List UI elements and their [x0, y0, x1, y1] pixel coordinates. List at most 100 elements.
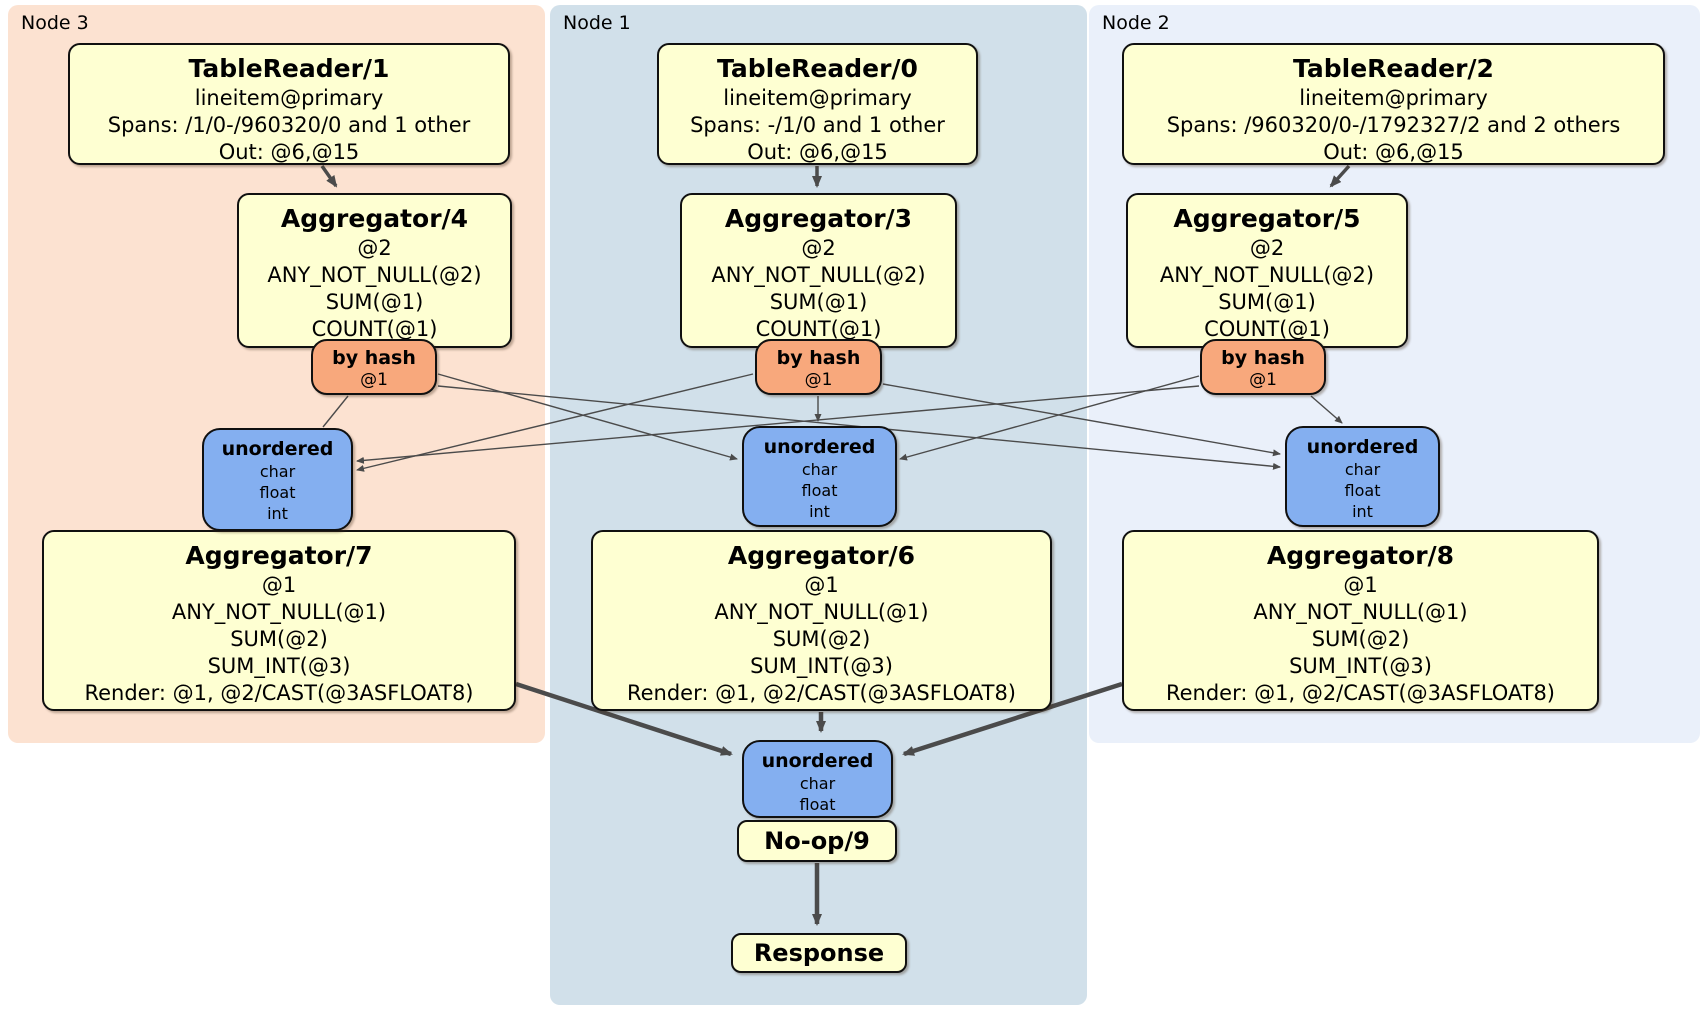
- processor-line: Render: @1, @2/CAST(@3ASFLOAT8): [626, 681, 1017, 705]
- processor-line: ANY_NOT_NULL(@2): [267, 263, 482, 287]
- processor-title: TableReader/2: [1293, 54, 1494, 83]
- processor-line: ANY_NOT_NULL(@1): [1253, 600, 1468, 624]
- processor-line: ANY_NOT_NULL(@2): [1159, 263, 1375, 287]
- processor-line: SUM(@1): [1218, 290, 1316, 314]
- sync-type: int: [267, 504, 288, 523]
- sync-type: float: [259, 483, 296, 502]
- edge-tr2-agg5: [1329, 164, 1351, 188]
- router-title: by hash: [332, 347, 416, 369]
- processor-line: COUNT(@1): [311, 317, 438, 341]
- processor-line: lineitem@primary: [723, 86, 912, 110]
- processor-line: @1: [1343, 573, 1378, 597]
- processor-line: Out: @6,@15: [1323, 140, 1464, 164]
- processor-line: @2: [357, 236, 392, 260]
- sync-type: char: [1344, 460, 1381, 479]
- processor-line: Out: @6,@15: [218, 140, 360, 164]
- processor-title: TableReader/1: [188, 54, 390, 83]
- router-by-hash-node3: by hash @1: [311, 339, 437, 395]
- sync-unordered-final: unordered char float: [742, 740, 893, 818]
- processor-line: Render: @1, @2/CAST(@3ASFLOAT8): [1165, 681, 1556, 705]
- router-detail: @1: [1249, 370, 1277, 390]
- processor-aggregator-6: Aggregator/6 @1 ANY_NOT_NULL(@1) SUM(@2)…: [591, 530, 1052, 711]
- processor-noop-9: No-op/9: [737, 820, 897, 862]
- sync-type: char: [801, 460, 838, 479]
- processor-line: lineitem@primary: [194, 86, 384, 110]
- edge-r3-s1: [437, 373, 738, 461]
- processor-title: Aggregator/6: [727, 541, 916, 570]
- sync-type: float: [1344, 481, 1381, 500]
- processor-line: SUM(@2): [1311, 627, 1410, 651]
- edge-agg8-sfinal: [902, 681, 1123, 757]
- sync-unordered-node3: unordered char float int: [202, 428, 353, 531]
- sync-title: unordered: [763, 436, 876, 458]
- edge-r2-s2: [1310, 395, 1343, 424]
- response-box: Response: [731, 933, 907, 973]
- processor-line: ANY_NOT_NULL(@1): [171, 600, 387, 624]
- edge-tr1-agg4: [320, 164, 338, 188]
- sync-type: char: [799, 774, 836, 793]
- router-detail: @1: [804, 370, 833, 390]
- processor-line: ANY_NOT_NULL(@2): [711, 263, 926, 287]
- processor-line: SUM_INT(@3): [750, 654, 893, 678]
- processor-title: Aggregator/7: [185, 541, 373, 570]
- processor-line: ANY_NOT_NULL(@1): [714, 600, 929, 624]
- processor-line: SUM(@2): [772, 627, 871, 651]
- router-by-hash-node1: by hash @1: [755, 339, 882, 395]
- node3-label: Node 3: [21, 12, 89, 34]
- processor-line: SUM(@1): [769, 290, 868, 314]
- edge-r1-s3: [356, 373, 754, 472]
- sync-type: int: [1352, 502, 1373, 521]
- processor-line: Render: @1, @2/CAST(@3ASFLOAT8): [84, 681, 474, 705]
- edge-r2-s1: [899, 375, 1200, 461]
- processor-line: @2: [801, 236, 836, 260]
- processor-tablereader-2: TableReader/2 lineitem@primary Spans: /9…: [1122, 43, 1665, 165]
- processor-title: Aggregator/5: [1173, 204, 1361, 233]
- processor-aggregator-3: Aggregator/3 @2 ANY_NOT_NULL(@2) SUM(@1)…: [680, 193, 957, 348]
- sync-title: unordered: [221, 438, 334, 460]
- processor-title: Aggregator/8: [1266, 541, 1455, 570]
- router-title: by hash: [776, 347, 861, 369]
- router-detail: @1: [360, 370, 388, 390]
- processor-line: SUM_INT(@3): [1289, 654, 1432, 678]
- router-title: by hash: [1221, 347, 1305, 369]
- processor-line: Spans: /960320/0-/1792327/2 and 2 others: [1166, 113, 1621, 137]
- processor-line: Spans: /1/0-/960320/0 and 1 other: [107, 113, 471, 137]
- processor-line: lineitem@primary: [1299, 86, 1488, 110]
- processor-line: SUM(@1): [325, 290, 424, 314]
- sync-type: float: [799, 795, 836, 814]
- node1-label: Node 1: [563, 12, 631, 34]
- processor-title: No-op/9: [764, 827, 870, 855]
- sync-unordered-node2: unordered char float int: [1285, 426, 1440, 527]
- edge-r3-s3: [322, 395, 349, 428]
- processor-line: @1: [261, 573, 297, 597]
- sync-title: unordered: [1306, 436, 1419, 458]
- processor-aggregator-7: Aggregator/7 @1 ANY_NOT_NULL(@1) SUM(@2)…: [42, 530, 516, 711]
- processor-title: Aggregator/3: [724, 204, 913, 233]
- router-by-hash-node2: by hash @1: [1200, 339, 1326, 395]
- node2-label: Node 2: [1102, 12, 1170, 34]
- processor-tablereader-0: TableReader/0 lineitem@primary Spans: -/…: [657, 43, 978, 165]
- processor-title: Response: [753, 939, 885, 967]
- processor-line: Out: @6,@15: [747, 140, 888, 164]
- edge-r2-s3: [356, 385, 1200, 464]
- sync-unordered-node1: unordered char float int: [742, 426, 897, 527]
- processor-line: COUNT(@1): [755, 317, 882, 341]
- processor-line: COUNT(@1): [1204, 317, 1330, 341]
- processor-tablereader-1: TableReader/1 lineitem@primary Spans: /1…: [68, 43, 510, 165]
- processor-title: Aggregator/4: [280, 204, 469, 233]
- processor-line: Spans: -/1/0 and 1 other: [690, 113, 945, 137]
- sync-type: char: [259, 462, 296, 481]
- processor-aggregator-5: Aggregator/5 @2 ANY_NOT_NULL(@2) SUM(@1)…: [1126, 193, 1408, 348]
- edge-r1-s2: [882, 383, 1281, 457]
- processor-line: @1: [804, 573, 839, 597]
- edge-agg7-sfinal: [515, 681, 733, 757]
- processor-title: TableReader/0: [717, 54, 918, 83]
- processor-line: @2: [1249, 236, 1285, 260]
- processor-aggregator-8: Aggregator/8 @1 ANY_NOT_NULL(@1) SUM(@2)…: [1122, 530, 1599, 711]
- sync-title: unordered: [761, 750, 874, 772]
- processor-line: SUM(@2): [230, 627, 328, 651]
- processor-aggregator-4: Aggregator/4 @2 ANY_NOT_NULL(@2) SUM(@1)…: [237, 193, 512, 348]
- processor-line: SUM_INT(@3): [207, 654, 351, 678]
